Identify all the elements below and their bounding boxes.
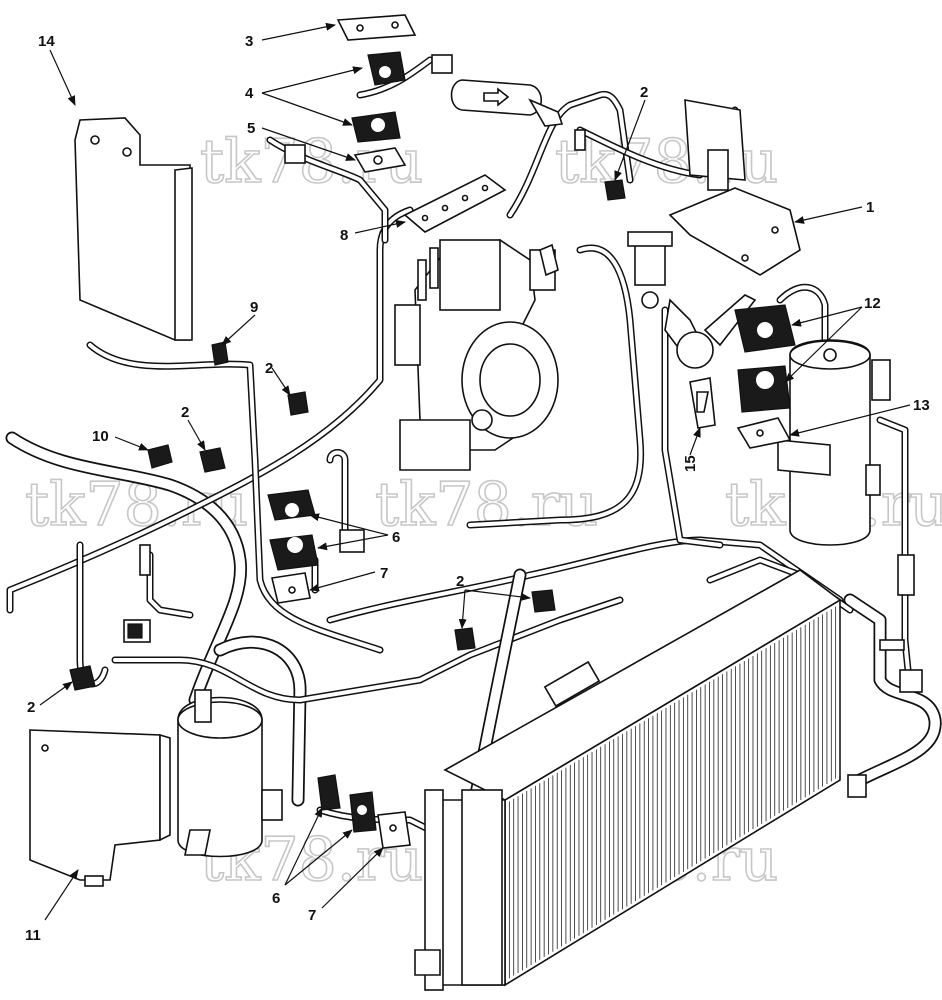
compressor (394, 239, 559, 471)
clip-10 (147, 444, 173, 469)
callout-14: 14 (38, 33, 55, 50)
callout-12: 12 (864, 295, 881, 312)
plates-7 (271, 572, 411, 849)
bracket-15 (689, 377, 716, 429)
callout-7: 7 (380, 565, 388, 582)
callout-2: 2 (640, 84, 648, 101)
condenser-coil (414, 569, 842, 991)
callout-5: 5 (247, 120, 255, 137)
receiver-tank (777, 339, 891, 546)
callout-7: 7 (308, 907, 316, 924)
callout-6: 6 (272, 890, 280, 907)
piping (5, 56, 942, 887)
clamp-12 (734, 304, 796, 413)
plate-3 (336, 14, 417, 41)
callout-13: 13 (913, 397, 930, 414)
callout-9: 9 (250, 299, 258, 316)
callouts: 1 2 2 2 2 2 3 4 5 6 6 7 7 8 9 10 11 12 1… (25, 33, 930, 944)
callout-2: 2 (181, 404, 189, 421)
plate-8 (403, 174, 507, 233)
clip-9 (211, 341, 229, 366)
callout-10: 10 (92, 428, 109, 445)
callout-3: 3 (245, 33, 253, 50)
callout-4: 4 (245, 85, 254, 102)
condenser-fins (504, 604, 841, 981)
strap-13 (736, 417, 792, 449)
panel-14 (74, 117, 193, 341)
clamp-4 (351, 51, 406, 143)
sight-glass (676, 294, 757, 369)
clamps-6 (267, 489, 377, 833)
callout-6: 6 (392, 529, 400, 546)
leader-lines (39, 22, 911, 921)
callout-2: 2 (27, 699, 35, 716)
fittings (123, 129, 923, 798)
accumulator-tank (177, 689, 283, 858)
callout-8: 8 (340, 227, 348, 244)
callout-11: 11 (25, 927, 41, 944)
callout-2: 2 (265, 360, 273, 377)
callout-15: 15 (682, 455, 699, 472)
block-5 (353, 147, 407, 173)
callout-1: 1 (866, 199, 874, 216)
callout-2: 2 (456, 573, 464, 590)
bracket-1 (668, 99, 801, 276)
filter-drier (431, 54, 564, 127)
watermark: tk78.ru (375, 470, 598, 540)
panel-11 (29, 729, 171, 887)
